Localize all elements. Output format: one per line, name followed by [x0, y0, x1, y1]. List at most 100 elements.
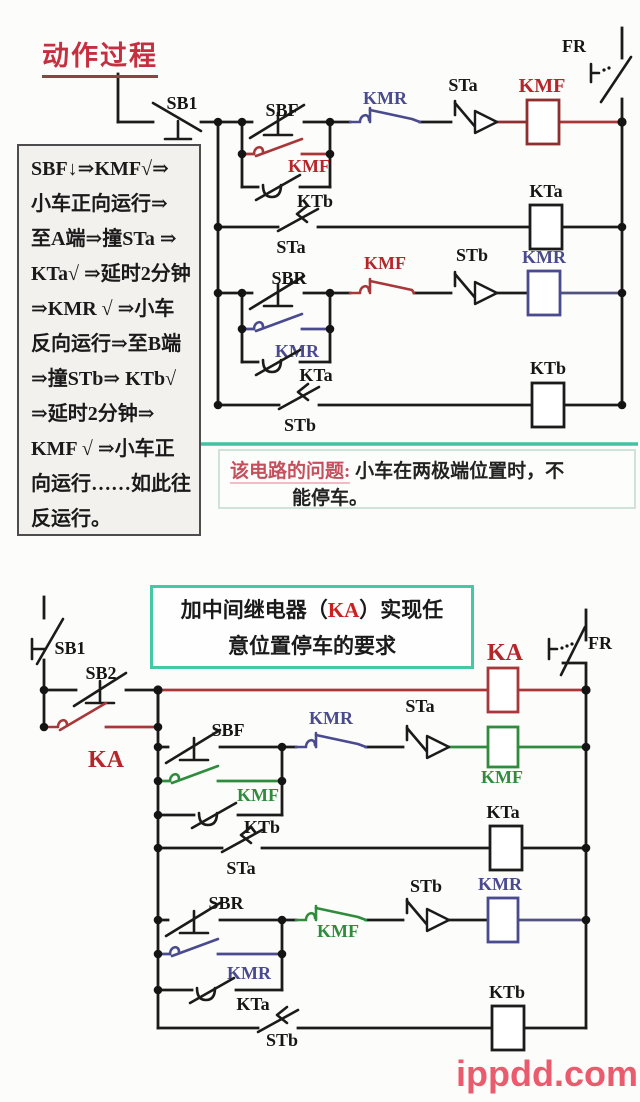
solution-line1: 加中间继电器（KA）实现任 — [153, 592, 471, 628]
sta-nc-label-bottom: STa — [405, 696, 434, 716]
kta-timer-contact-bottom — [188, 976, 236, 1005]
sta-limit-switch-no-bottom — [220, 825, 264, 854]
action-line: KMF √ ⇒小车正 — [31, 438, 175, 460]
solution-ka: KA — [327, 598, 360, 622]
page-title: 动作过程 — [42, 34, 158, 78]
kmr-coil-bottom — [486, 896, 520, 944]
ktb-coil-bottom — [490, 1004, 526, 1052]
solution-text-pre: 加中间继电器（ — [180, 598, 328, 622]
problem-text2: 能停车。 — [292, 488, 369, 509]
kmf-coil-bottom — [486, 725, 520, 769]
kmr-coil-label-bottom: KMR — [478, 874, 523, 894]
ka-aux-label: KA — [88, 747, 125, 773]
sb1-button-bottom — [30, 617, 65, 666]
ktb-aux-label: KTb — [297, 191, 333, 211]
sbr-label: SBR — [271, 268, 307, 288]
top-circuit: SB1 SBF KMF KTb KMR — [116, 26, 633, 435]
kmr-aux-label-bottom: KMR — [227, 963, 272, 983]
kmf-aux-label: KMF — [288, 156, 330, 176]
kta-aux-label: KTa — [299, 365, 332, 385]
problem-line1: 该电路的问题: 小车在两极端位置时，不 — [230, 456, 626, 484]
solution-title-box: 加中间继电器（KA）实现任 意位置停车的要求 — [150, 585, 474, 669]
fr-label-bottom: FR — [588, 633, 613, 653]
kmr-interlock-contact-bottom — [294, 731, 368, 749]
kmf-interlock-label-bottom: KMF — [317, 921, 359, 941]
stb-nc-label-bottom: STb — [410, 876, 442, 896]
stb-nc-label: STb — [456, 245, 488, 265]
kmr-aux-contact-bottom — [168, 937, 220, 958]
sb1-button — [151, 101, 203, 141]
action-line: 至A端⇒撞STa ⇒ — [31, 228, 177, 250]
sbf-label-bottom: SBF — [211, 720, 244, 740]
action-line: ⇒KMR √ ⇒小车 — [31, 298, 175, 320]
kmr-aux-contact — [252, 312, 304, 333]
bottom-node-dots — [39, 685, 591, 995]
kta-coil-bottom — [488, 824, 524, 872]
sbf-label: SBF — [265, 100, 298, 120]
sbf-button-bottom — [164, 728, 222, 765]
kmf-coil-label: KMF — [519, 75, 566, 97]
ktb-coil — [530, 381, 566, 429]
kmf-interlock-contact — [348, 277, 416, 295]
sta-no-label-bottom: STa — [226, 858, 255, 878]
kmf-interlock-contact-bottom — [294, 904, 368, 922]
action-line: 小车正向运行⇒ — [31, 193, 168, 215]
sta-nc-label: STa — [448, 75, 477, 95]
kta-coil-label: KTa — [529, 181, 562, 201]
kmr-interlock-label-bottom: KMR — [309, 708, 354, 728]
kmr-interlock-label: KMR — [363, 88, 408, 108]
wires-top — [116, 26, 624, 407]
sbr-button-bottom — [164, 901, 222, 938]
ktb-coil-label-bottom: KTb — [489, 982, 525, 1002]
watermark: ippdd.com — [456, 1053, 638, 1094]
ka-coil — [486, 666, 520, 714]
sta-limit-switch-nc — [453, 99, 499, 135]
sta-limit-switch-nc-bottom — [405, 724, 451, 760]
bottom-circuit: SB1 SB2 KA KA FR SBF — [30, 595, 613, 1052]
top-node-dots — [213, 117, 627, 410]
kmf-aux-label-bottom: KMF — [237, 785, 279, 805]
stb-no-label-bottom: STb — [266, 1030, 298, 1050]
kta-coil-label-bottom: KTa — [486, 802, 519, 822]
ktb-timer-contact — [254, 173, 302, 202]
kmr-coil-label: KMR — [522, 247, 567, 267]
sb1-label-bottom: SB1 — [54, 638, 85, 658]
kmf-aux-contact — [252, 137, 304, 158]
problem-label: 该电路的问题: — [230, 461, 351, 484]
fr-thermal-contact — [589, 55, 633, 104]
action-process-box: SBF↓⇒KMF√⇒ 小车正向运行⇒ 至A端⇒撞STa ⇒ KTa√ ⇒延时2分… — [17, 144, 201, 536]
action-line: 反向运行⇒至B端 — [31, 333, 182, 355]
sb1-label: SB1 — [166, 93, 197, 113]
sta-limit-switch-no — [276, 204, 320, 233]
action-line: 反运行。 — [31, 508, 111, 530]
problem-text1: 小车在两极端位置时，不 — [350, 461, 565, 482]
sb2-label: SB2 — [85, 663, 116, 683]
sta-no-label: STa — [276, 237, 305, 257]
kmf-interlock-label: KMF — [364, 253, 406, 273]
stb-limit-switch-nc — [453, 270, 499, 306]
sbf-button — [248, 103, 306, 140]
kmf-coil — [525, 98, 561, 146]
stb-limit-switch-no-bottom — [256, 1005, 300, 1034]
sbr-button — [248, 274, 306, 311]
ka-aux-contact — [42, 701, 108, 732]
action-line: ⇒撞STb⇒ KTb√ — [31, 368, 177, 390]
action-line: 向运行……如此往 — [31, 473, 191, 495]
kmf-aux-contact-bottom — [168, 764, 220, 785]
kta-aux-label-bottom: KTa — [236, 994, 269, 1014]
ktb-aux-label-bottom: KTb — [244, 817, 280, 837]
action-line: KTa√ ⇒延时2分钟 — [31, 263, 191, 285]
stb-limit-switch-no — [277, 382, 321, 411]
kmf-coil-label-bottom: KMF — [481, 767, 523, 787]
kmr-interlock-contact — [348, 106, 422, 124]
problem-note-box: 该电路的问题: 小车在两极端位置时，不 能停车。 — [218, 449, 636, 509]
action-line: ⇒延时2分钟⇒ — [31, 403, 155, 425]
stb-limit-switch-nc-bottom — [405, 897, 451, 933]
solution-line2: 意位置停车的要求 — [228, 634, 396, 658]
sbr-label-bottom: SBR — [208, 893, 244, 913]
ktb-timer-contact-bottom — [190, 801, 238, 830]
solution-text-post: ）实现任 — [359, 598, 444, 622]
fr-label: FR — [562, 36, 587, 56]
